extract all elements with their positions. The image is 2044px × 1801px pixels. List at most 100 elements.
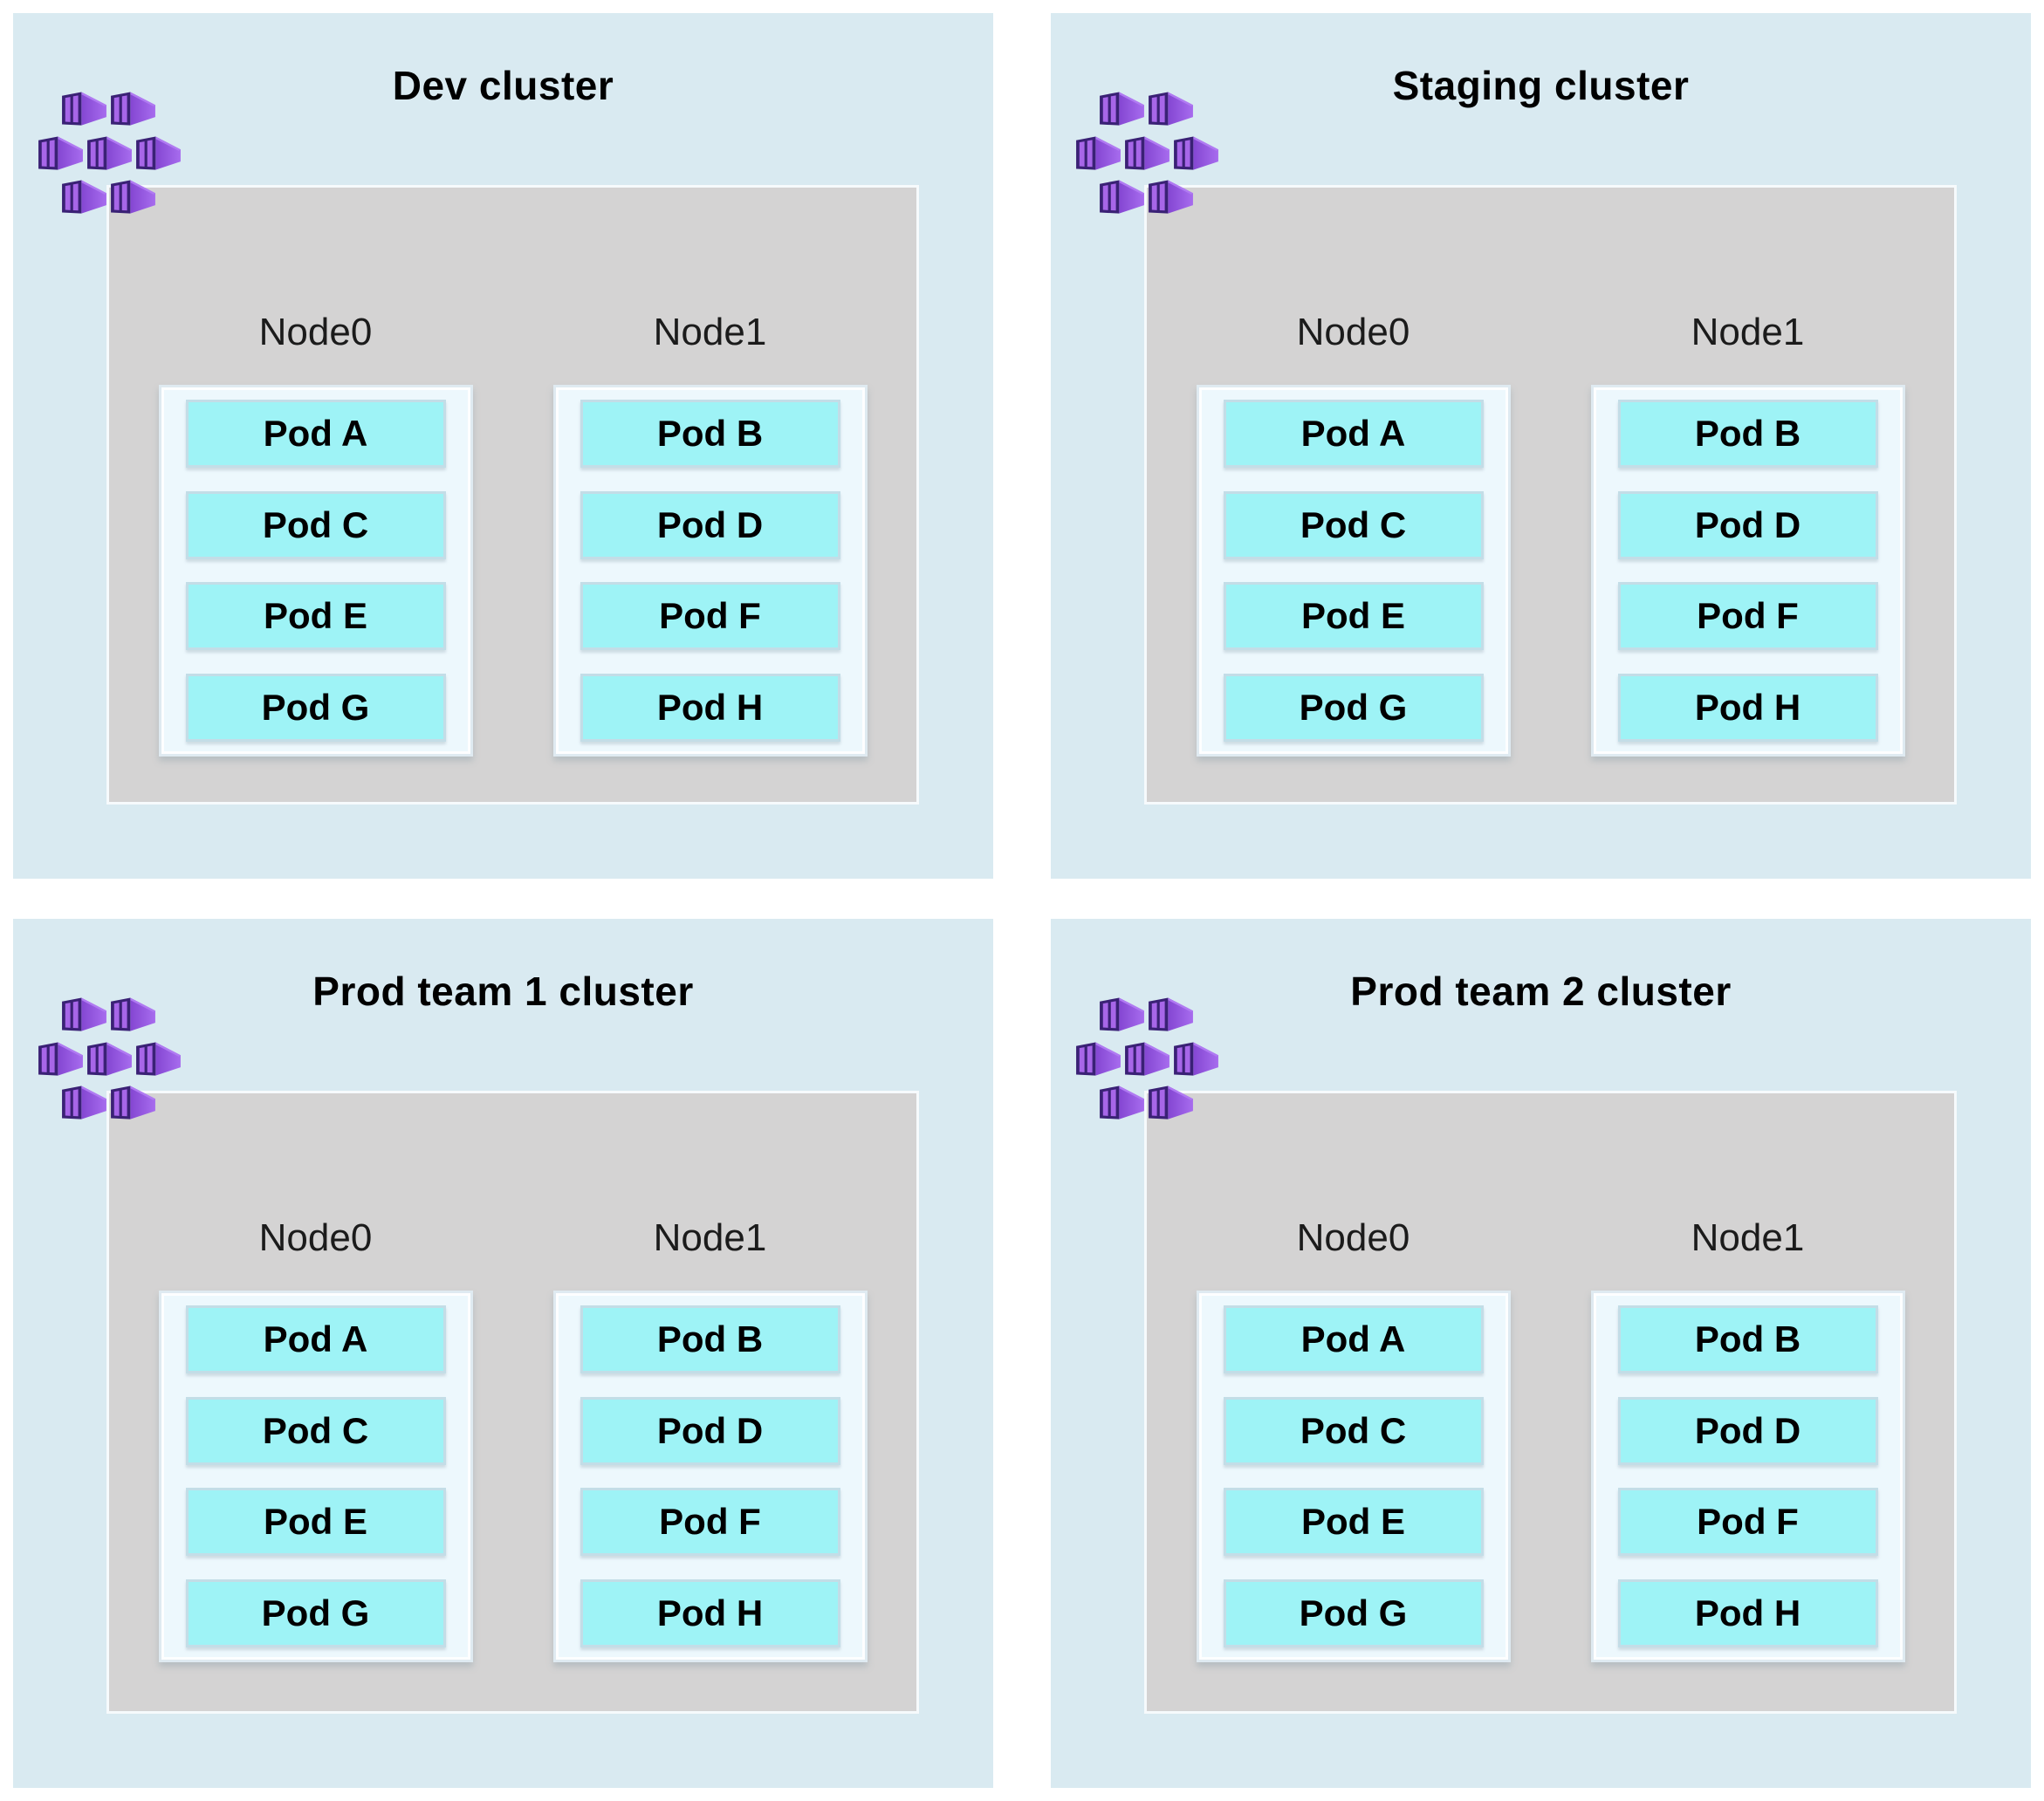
- node-group: Node1 Pod B Pod D Pod F Pod H: [552, 1216, 868, 1711]
- pod-label: Pod F: [659, 595, 761, 637]
- container-3d-icon: [1149, 180, 1193, 214]
- cluster-title: Dev cluster: [392, 63, 614, 108]
- pod-box: Pod F: [580, 1488, 840, 1557]
- container-3d-icon: [136, 136, 181, 170]
- node-label: Node1: [653, 311, 767, 353]
- node-area: Node0 Pod A Pod C Pod E Pod G Node1 Pod …: [1147, 1093, 1954, 1711]
- pod-label: Pod D: [656, 503, 764, 545]
- pod-box: Pod C: [185, 490, 446, 559]
- pod-box: Pod B: [580, 1305, 840, 1373]
- container-3d-icon: [111, 92, 155, 126]
- container-3d-icon: [1125, 1042, 1169, 1076]
- node-label: Node0: [1296, 311, 1410, 353]
- containers-icon: [38, 994, 182, 1123]
- pod-label: Pod C: [1300, 503, 1407, 545]
- pod-label: Pod A: [263, 1318, 368, 1359]
- pod-box: Pod E: [1223, 582, 1484, 651]
- pod-label: Pod A: [1300, 1318, 1406, 1359]
- container-3d-icon: [111, 1085, 155, 1120]
- pod-box: Pod B: [580, 400, 840, 468]
- node-label: Node1: [653, 1216, 767, 1259]
- container-3d-icon: [62, 180, 106, 214]
- pod-label: Pod H: [656, 686, 764, 728]
- pod-box: Pod E: [1223, 1488, 1484, 1557]
- pod-box: Pod D: [580, 490, 840, 559]
- pod-label: Pod G: [261, 1592, 370, 1633]
- pod-label: Pod F: [1697, 595, 1799, 637]
- pod-box: Pod D: [1617, 490, 1878, 559]
- pod-box: Pod B: [1617, 400, 1878, 468]
- node-label: Node0: [1296, 1216, 1410, 1259]
- pod-label: Pod B: [656, 413, 764, 454]
- container-3d-icon: [111, 180, 155, 214]
- container-3d-icon: [1076, 1042, 1121, 1076]
- node-group: Node0 Pod A Pod C Pod E Pod G: [158, 1216, 473, 1711]
- container-3d-icon: [1149, 1085, 1193, 1120]
- container-3d-icon: [1100, 92, 1144, 126]
- container-3d-icon: [136, 1042, 181, 1076]
- container-3d-icon: [1100, 997, 1144, 1031]
- pod-box: Pod C: [1223, 1396, 1484, 1465]
- container-3d-icon: [1100, 180, 1144, 214]
- pod-label: Pod G: [1299, 686, 1408, 728]
- container-3d-icon: [1149, 997, 1193, 1031]
- node-box: Pod B Pod D Pod F Pod H: [552, 385, 868, 757]
- container-3d-icon: [1100, 1085, 1144, 1120]
- node-label: Node1: [1691, 311, 1805, 353]
- pod-box: Pod H: [1617, 1578, 1878, 1647]
- cluster-title: Prod team 1 cluster: [312, 969, 694, 1014]
- containers-icon: [1075, 994, 1219, 1123]
- node-group: Node0 Pod A Pod C Pod E Pod G: [1196, 1216, 1511, 1711]
- pod-label: Pod E: [1300, 595, 1405, 637]
- pod-label: Pod F: [659, 1501, 761, 1543]
- node-group: Node1 Pod B Pod D Pod F Pod H: [1590, 311, 1905, 802]
- node-box: Pod B Pod D Pod F Pod H: [1590, 1291, 1905, 1662]
- pod-box: Pod A: [1223, 400, 1484, 468]
- container-3d-icon: [111, 997, 155, 1031]
- pod-box: Pod H: [580, 1578, 840, 1647]
- cluster-title: Staging cluster: [1392, 63, 1690, 108]
- pod-box: Pod F: [1617, 582, 1878, 651]
- node-box: Pod A Pod C Pod E Pod G: [158, 385, 473, 757]
- pod-box: Pod H: [580, 673, 840, 742]
- pod-label: Pod B: [1694, 413, 1801, 454]
- node-area: Node0 Pod A Pod C Pod E Pod G Node1 Pod …: [109, 188, 916, 802]
- pod-box: Pod E: [185, 582, 446, 651]
- pod-label: Pod A: [263, 413, 368, 454]
- cluster-card: Prod team 2 cluster Node0 Pod A Pod C Po…: [1051, 919, 2031, 1788]
- node-group: Node0 Pod A Pod C Pod E Pod G: [1196, 311, 1511, 802]
- pod-label: Pod E: [263, 595, 367, 637]
- pod-label: Pod B: [656, 1318, 764, 1359]
- container-3d-icon: [1076, 136, 1121, 170]
- pod-label: Pod D: [1694, 503, 1801, 545]
- pod-label: Pod F: [1697, 1501, 1799, 1543]
- container-3d-icon: [1125, 136, 1169, 170]
- pod-box: Pod G: [185, 673, 446, 742]
- container-3d-icon: [62, 92, 106, 126]
- pod-box: Pod A: [1223, 1305, 1484, 1373]
- pod-box: Pod H: [1617, 673, 1878, 742]
- container-3d-icon: [38, 136, 83, 170]
- pod-label: Pod C: [262, 1409, 369, 1451]
- node-box: Pod A Pod C Pod E Pod G: [1196, 385, 1511, 757]
- node-box: Pod B Pod D Pod F Pod H: [552, 1291, 868, 1662]
- cluster-card: Prod team 1 cluster Node0 Pod A Pod C Po…: [13, 919, 993, 1788]
- pod-box: Pod B: [1617, 1305, 1878, 1373]
- pod-label: Pod C: [1300, 1409, 1407, 1451]
- container-3d-icon: [62, 1085, 106, 1120]
- pod-box: Pod E: [185, 1488, 446, 1557]
- pod-label: Pod E: [263, 1501, 367, 1543]
- pod-label: Pod D: [1694, 1409, 1801, 1451]
- node-area: Node0 Pod A Pod C Pod E Pod G Node1 Pod …: [109, 1093, 916, 1711]
- cluster-title: Prod team 2 cluster: [1350, 969, 1732, 1014]
- pod-box: Pod F: [580, 582, 840, 651]
- pod-label: Pod G: [1299, 1592, 1408, 1633]
- node-label: Node0: [258, 1216, 373, 1259]
- pod-box: Pod C: [1223, 490, 1484, 559]
- pod-label: Pod A: [1300, 413, 1406, 454]
- pod-box: Pod G: [1223, 1578, 1484, 1647]
- node-group: Node0 Pod A Pod C Pod E Pod G: [158, 312, 473, 802]
- pod-label: Pod B: [1694, 1318, 1801, 1359]
- containers-icon: [1075, 88, 1219, 217]
